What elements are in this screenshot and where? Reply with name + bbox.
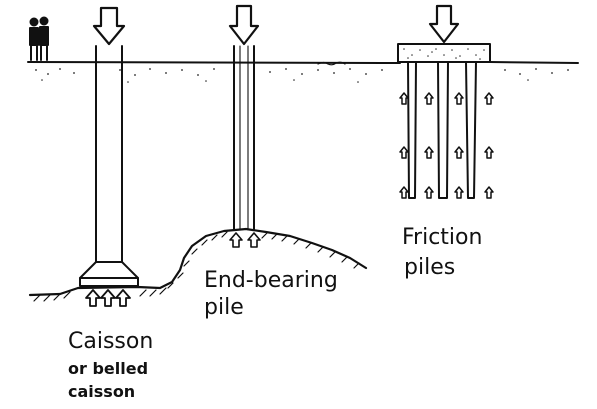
ground-surface — [27, 61, 579, 83]
end-bearing-label: End-bearing — [204, 268, 338, 293]
friction-load-arrow — [428, 4, 460, 44]
caisson-label-line2: or belled — [68, 359, 148, 378]
friction-label: Friction — [402, 225, 482, 250]
friction-reaction-arrows — [399, 92, 494, 199]
end-bearing-label-line2: pile — [204, 295, 244, 320]
friction-piles — [407, 61, 477, 199]
friction-label-line2: piles — [404, 255, 455, 280]
caisson — [79, 45, 139, 287]
caisson-label-line3: caisson — [68, 382, 135, 401]
end-bearing-pile — [233, 45, 255, 231]
people-figures-icon — [29, 16, 49, 61]
end-bearing-reaction-arrows — [229, 232, 261, 248]
bearing-stratum — [28, 227, 368, 302]
end-bearing-load-arrow — [228, 4, 260, 46]
caisson-load-arrow — [92, 6, 126, 46]
caisson-label: Caisson — [68, 329, 153, 354]
caisson-bearing-arrows — [85, 289, 131, 307]
friction-pile-cap — [397, 43, 491, 63]
